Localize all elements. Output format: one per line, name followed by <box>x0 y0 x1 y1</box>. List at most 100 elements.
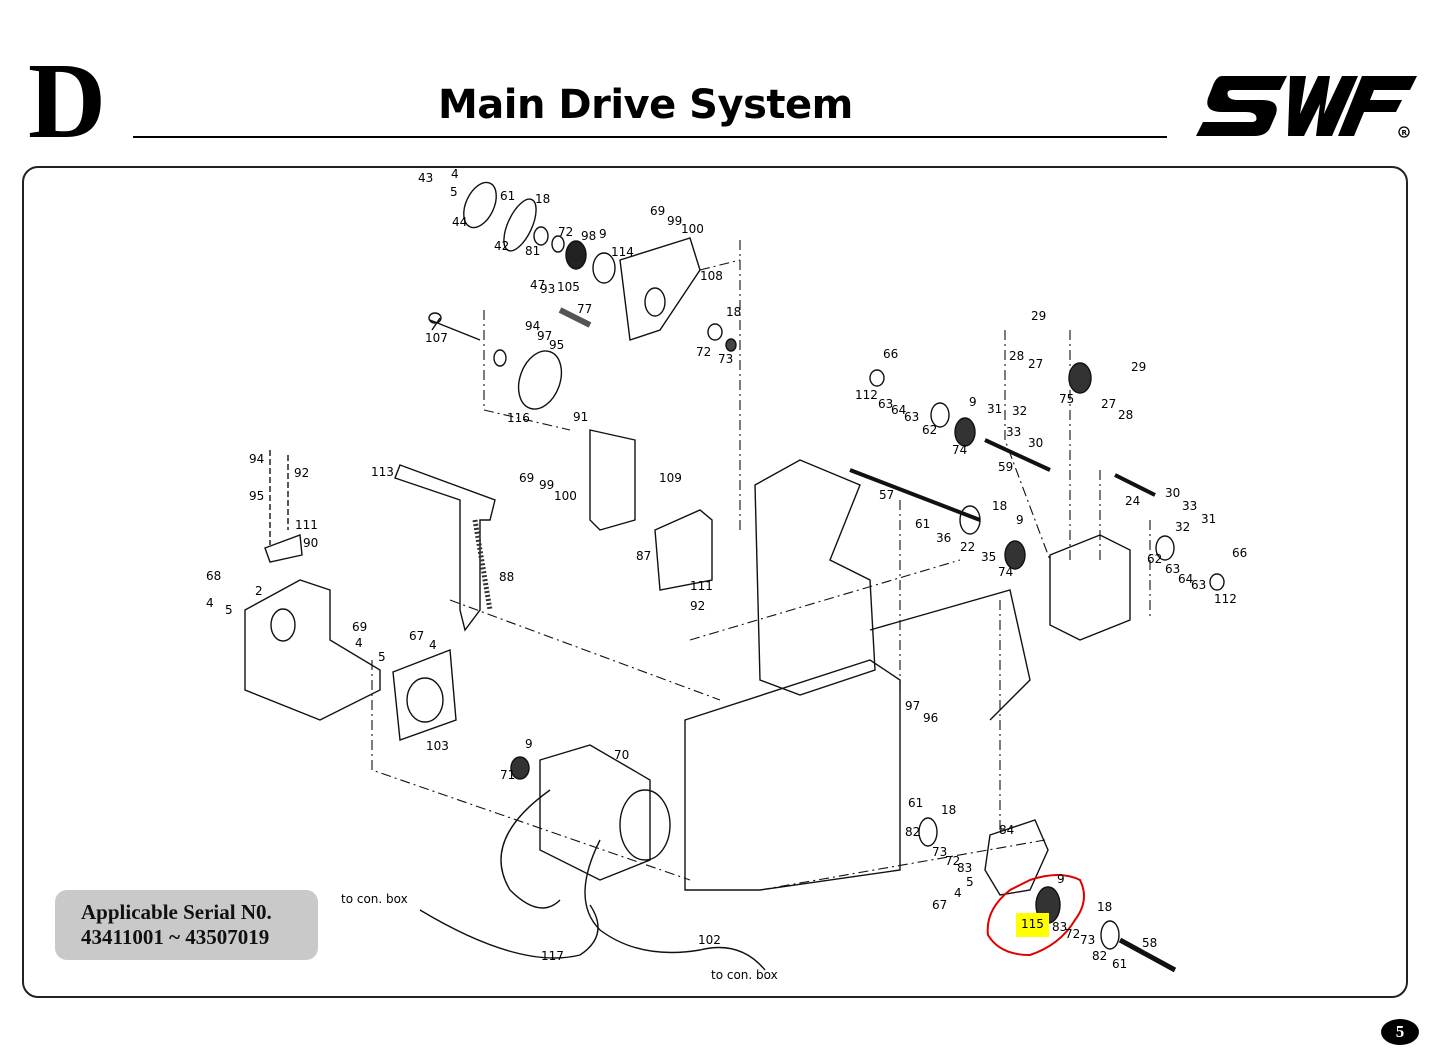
part-label: 96 <box>923 711 939 725</box>
serial-label: Applicable Serial N0. <box>81 900 272 924</box>
part-label: 5 <box>450 185 458 199</box>
part-label: 92 <box>690 599 706 613</box>
part-label: 61 <box>915 517 931 531</box>
part-label: 5 <box>378 650 386 664</box>
part-label: 27 <box>1028 357 1044 371</box>
cable-note-left: to con. box <box>341 892 408 906</box>
part-label: 63 <box>1165 562 1181 576</box>
part-label: 69 <box>519 471 535 485</box>
part-label: 58 <box>1142 936 1158 950</box>
motor-cover <box>619 789 671 861</box>
arm-channel <box>869 589 1031 721</box>
part-label: 74 <box>998 565 1014 579</box>
swf-logo: R <box>1192 70 1422 147</box>
part-label: 69 <box>650 204 666 218</box>
part-label: 99 <box>667 214 683 228</box>
part-label: 116 <box>507 411 530 425</box>
part-label: 29 <box>1031 309 1047 323</box>
part-label: 83 <box>957 861 973 875</box>
part-label: 75 <box>1059 392 1075 406</box>
part-label: 61 <box>500 189 516 203</box>
part-label: 18 <box>992 499 1008 513</box>
part-label: 74 <box>952 443 968 457</box>
part-label: 95 <box>249 489 265 503</box>
part-label: 31 <box>987 402 1003 416</box>
highlight-circle <box>986 874 1085 957</box>
part-label: 72 <box>696 345 712 359</box>
part-label: 30 <box>1165 486 1181 500</box>
part-label: 77 <box>577 302 593 316</box>
cable-note-right: to con. box <box>711 968 778 982</box>
gearbox-housing <box>1049 534 1131 641</box>
part-label: 94 <box>249 452 265 466</box>
part-label: 5 <box>225 603 233 617</box>
svg-text:R: R <box>1402 129 1408 137</box>
cable-102 <box>584 839 766 971</box>
assembly-guide-lines <box>371 240 1151 891</box>
part-label: 29 <box>1131 360 1147 374</box>
part-label: 18 <box>726 305 742 319</box>
part-label: 35 <box>981 550 997 564</box>
part-label: 94 <box>525 319 541 333</box>
part-label: 99 <box>539 478 555 492</box>
pulley-114 <box>592 252 616 284</box>
part-label: 112 <box>855 388 878 402</box>
washer-44 <box>463 181 497 229</box>
bracket-109 <box>589 429 636 531</box>
part-label: 88 <box>499 570 515 584</box>
part-label: 4 <box>355 636 363 650</box>
part-label: 9 <box>599 227 607 241</box>
part-label: 92 <box>294 466 310 480</box>
serial-info-box: Applicable Serial N0. 43411001 ~ 4350701… <box>55 890 318 960</box>
bearing-62-lower <box>1155 535 1175 561</box>
part-label: 63 <box>878 397 894 411</box>
cable-117 <box>419 904 599 959</box>
washer-82-left <box>918 817 938 847</box>
plate-42 <box>503 198 537 252</box>
part-label: 108 <box>700 269 723 283</box>
bracket-87 <box>654 509 713 591</box>
cable-117-upper <box>500 789 561 909</box>
part-label: 9 <box>1057 872 1065 886</box>
part-label: 61 <box>1112 957 1128 971</box>
part-label: 69 <box>352 620 368 634</box>
part-label: 24 <box>1125 494 1141 508</box>
pulley-116 <box>517 350 563 410</box>
bracket-84 <box>984 819 1049 896</box>
part-label: 59 <box>998 460 1014 474</box>
title-divider <box>133 136 1167 138</box>
part-label: 2 <box>255 584 263 598</box>
block-90 <box>264 534 303 563</box>
part-label: 4 <box>429 638 437 652</box>
part-label: 91 <box>573 410 589 424</box>
part-label: 9 <box>1016 513 1024 527</box>
washer-36 <box>959 505 981 535</box>
part-label: 33 <box>1006 425 1022 439</box>
part-label: 67 <box>409 629 425 643</box>
part-label: 18 <box>941 803 957 817</box>
part-label: 27 <box>1101 397 1117 411</box>
part-label: 44 <box>452 215 468 229</box>
diagram-frame <box>22 166 1408 998</box>
washer-82-right <box>1100 920 1120 950</box>
part-label: 57 <box>879 488 895 502</box>
part-label: 18 <box>535 192 551 206</box>
part-label: 43 <box>418 171 434 185</box>
part-label: 113 <box>371 465 394 479</box>
part-label: 32 <box>1175 520 1191 534</box>
part-label: 63 <box>904 410 920 424</box>
part-label: 103 <box>426 739 449 753</box>
motor-70 <box>539 744 651 881</box>
belt-88 <box>472 519 493 611</box>
part-label: 47 <box>530 278 546 292</box>
shaft-77 <box>558 307 592 328</box>
pulley-98 <box>565 240 587 270</box>
part-label: 28 <box>1009 349 1025 363</box>
part-label: 66 <box>883 347 899 361</box>
bearing-62-upper <box>930 402 950 428</box>
shaft-57 <box>849 468 981 522</box>
part-label: 4 <box>206 596 214 610</box>
part-label: 83 <box>1052 920 1068 934</box>
part-label: 105 <box>557 280 580 294</box>
part-label: 112 <box>1214 592 1237 606</box>
